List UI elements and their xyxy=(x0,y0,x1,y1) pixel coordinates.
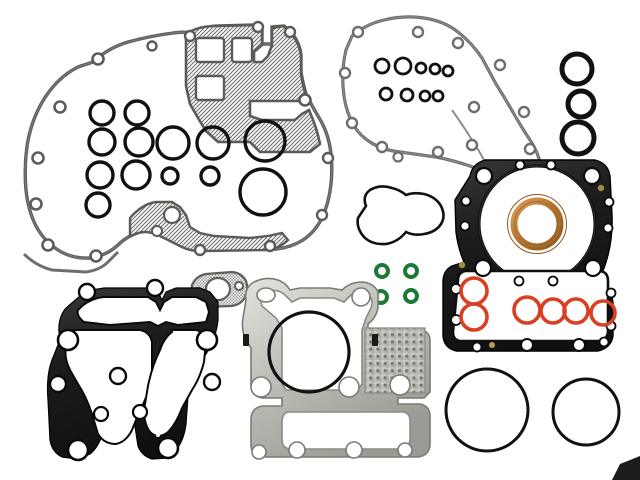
black-oring-stack xyxy=(559,51,597,157)
left-fragment-edge xyxy=(22,250,120,274)
oring-left-7 xyxy=(84,191,112,219)
oring-left-8 xyxy=(155,125,191,161)
valve-cover-left-window xyxy=(64,329,153,446)
corner-fragment xyxy=(612,456,640,480)
head-gasket-lower-window xyxy=(451,269,610,343)
oring-red-6 xyxy=(589,299,617,327)
oring-stack-3 xyxy=(559,119,597,157)
oring-left-10 xyxy=(195,125,231,161)
oring-left-1 xyxy=(88,99,116,127)
left-gasket-lower-hole-b xyxy=(151,225,163,237)
oring-left-13 xyxy=(238,167,288,217)
base-gasket-seal-right xyxy=(372,334,378,346)
left-crankcase-cover-gasket xyxy=(23,20,335,263)
base-gasket-seal-left xyxy=(243,334,249,346)
valve-cover-upper-window xyxy=(76,296,211,328)
oring-stack-2 xyxy=(565,88,597,120)
left-gasket-lower-fragment xyxy=(22,250,120,274)
base-gasket-oring xyxy=(267,310,351,394)
copper-fire-ring-inner-edge xyxy=(514,201,560,247)
valve-cover-bolt-holes xyxy=(48,278,222,462)
oring-left-5 xyxy=(85,160,115,190)
red-orings-group xyxy=(459,276,617,332)
copper-fire-ring-outer-edge xyxy=(507,194,567,254)
left-gasket-bolt-holes xyxy=(29,20,335,263)
oring-left-4 xyxy=(123,126,155,158)
water-pump-cover-gasket xyxy=(356,185,445,246)
exhaust-gasket-hole-right xyxy=(234,281,244,291)
oring-right-6 xyxy=(378,86,394,102)
oring-right-4 xyxy=(428,62,442,76)
oring-large-1 xyxy=(444,367,530,453)
left-gasket-lower-hole-a xyxy=(162,205,182,225)
cylinder-head-gasket xyxy=(442,159,617,353)
oring-left-6 xyxy=(120,159,152,191)
oring-right-5 xyxy=(441,64,455,78)
left-gasket-window-c xyxy=(194,74,226,102)
water-pump-gasket-outline xyxy=(356,185,445,246)
oring-right-2 xyxy=(393,56,413,76)
oring-stack-1 xyxy=(559,51,595,87)
oring-right-1 xyxy=(373,57,391,75)
oring-red-5 xyxy=(562,297,590,325)
right-gasket-bolt-holes xyxy=(338,25,537,163)
oring-left-3 xyxy=(87,127,117,157)
oring-large-2 xyxy=(551,377,621,447)
oring-right-7 xyxy=(399,87,415,103)
large-black-orings xyxy=(444,367,621,453)
base-gasket-perf-border xyxy=(364,327,426,394)
oring-left-11 xyxy=(199,165,221,187)
oring-left-12 xyxy=(243,119,287,163)
oring-right-8 xyxy=(418,89,432,103)
head-gasket-bore xyxy=(477,164,597,284)
left-gasket-window-b xyxy=(230,36,254,64)
oring-red-2 xyxy=(459,302,489,332)
oring-green-1 xyxy=(374,263,390,279)
left-gasket-window-a xyxy=(194,36,226,64)
oring-left-9 xyxy=(160,166,180,186)
valve-cover-gasket xyxy=(46,278,222,462)
oring-right-3 xyxy=(414,61,428,75)
base-gasket-bolt-holes xyxy=(250,287,413,460)
cylinder-base-gasket xyxy=(241,277,431,460)
oring-green-4 xyxy=(403,288,419,304)
oring-left-2 xyxy=(123,99,151,127)
black-orings-left-group xyxy=(84,99,288,219)
black-orings-right-group xyxy=(373,56,455,103)
oring-green-2 xyxy=(403,263,419,279)
head-gasket-bolt-holes xyxy=(450,159,617,353)
oring-right-9 xyxy=(431,89,445,103)
